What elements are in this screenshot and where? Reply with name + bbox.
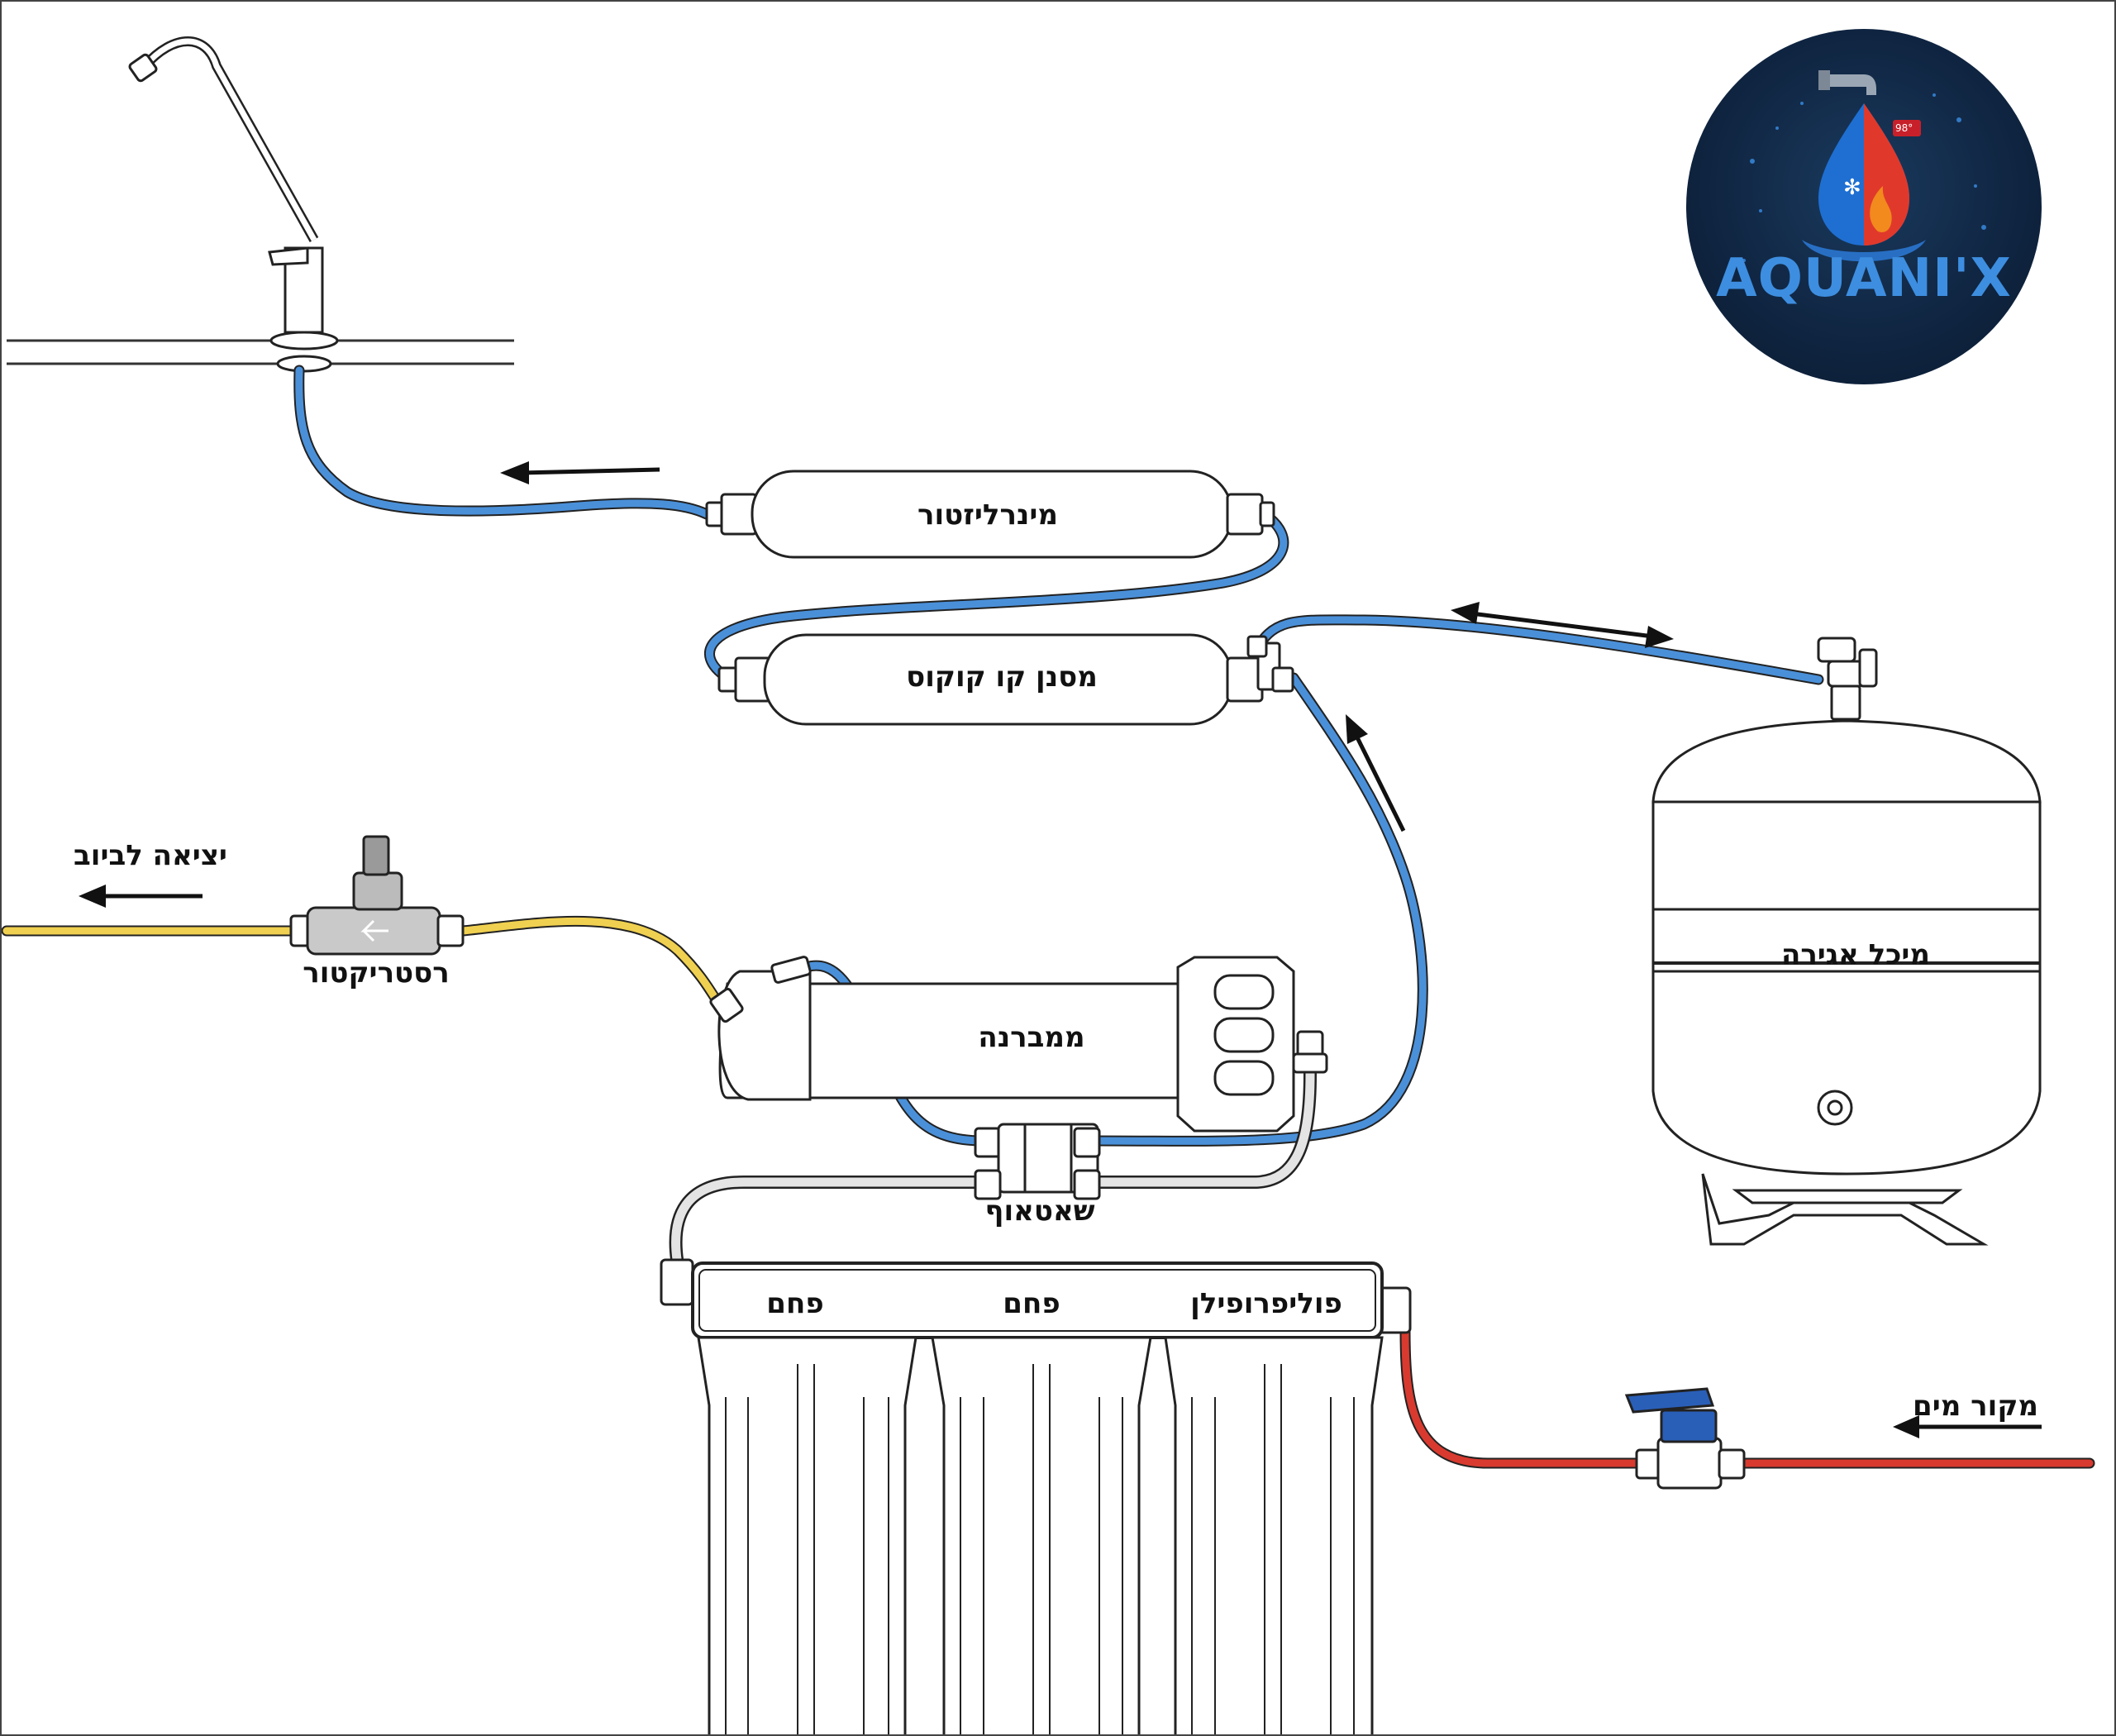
prefilter-bank [660, 1258, 1412, 1736]
restrictor-label: רסטריקטור [303, 956, 450, 990]
prefilter-1-label: פחם [766, 1287, 824, 1320]
flow-arrow-from-source [1893, 1415, 2042, 1438]
flow-arrow-membrane-up [1346, 714, 1406, 832]
brand-name: AQUANI'X [1716, 248, 2012, 309]
tube-prefilter-to-shutoff [669, 1176, 982, 1271]
flow-arrow-to-faucet [500, 461, 660, 484]
prefilter-2-label: פחם [1003, 1287, 1060, 1320]
flow-arrow-tank-bidirectional [1451, 602, 1674, 648]
coconut-filter-label: מסנן קו קוקוס [906, 661, 1098, 694]
water-source-label: מקור מים [1913, 1390, 2038, 1423]
shutoff-label: שאטאוף [984, 1195, 1095, 1228]
prefilter-3-label: פוליפרופילן [1190, 1287, 1342, 1320]
storage-tank-label: מיכל אגירה [1780, 938, 1931, 971]
source-valve [1624, 1387, 1746, 1490]
tube-tank-line [1249, 614, 1824, 685]
restrictor-valve [289, 835, 465, 956]
svg-text:✻: ✻ [1843, 175, 1861, 200]
brand-logo: ✻ 98° AQUANI'X [1686, 29, 2042, 384]
membrane-housing [709, 956, 1328, 1133]
countertop [7, 339, 514, 365]
faucet-icon [128, 36, 339, 373]
water-drop-icon: ✻ [1742, 70, 1986, 262]
shutoff-valve [974, 1123, 1101, 1200]
coconut-filter-cartridge [717, 633, 1294, 726]
tube-faucet-line [293, 365, 712, 520]
logo-temp-display: 98° [1895, 122, 1913, 134]
drain-outlet-label: יציאה לביוב [74, 839, 227, 872]
mineralizer-cartridge [705, 470, 1275, 559]
storage-tank [1651, 637, 2042, 1246]
mineralizer-label: מינרליזטור [917, 498, 1058, 532]
membrane-label: ממברנה [978, 1021, 1085, 1054]
flow-arrow-to-drain [79, 885, 203, 908]
